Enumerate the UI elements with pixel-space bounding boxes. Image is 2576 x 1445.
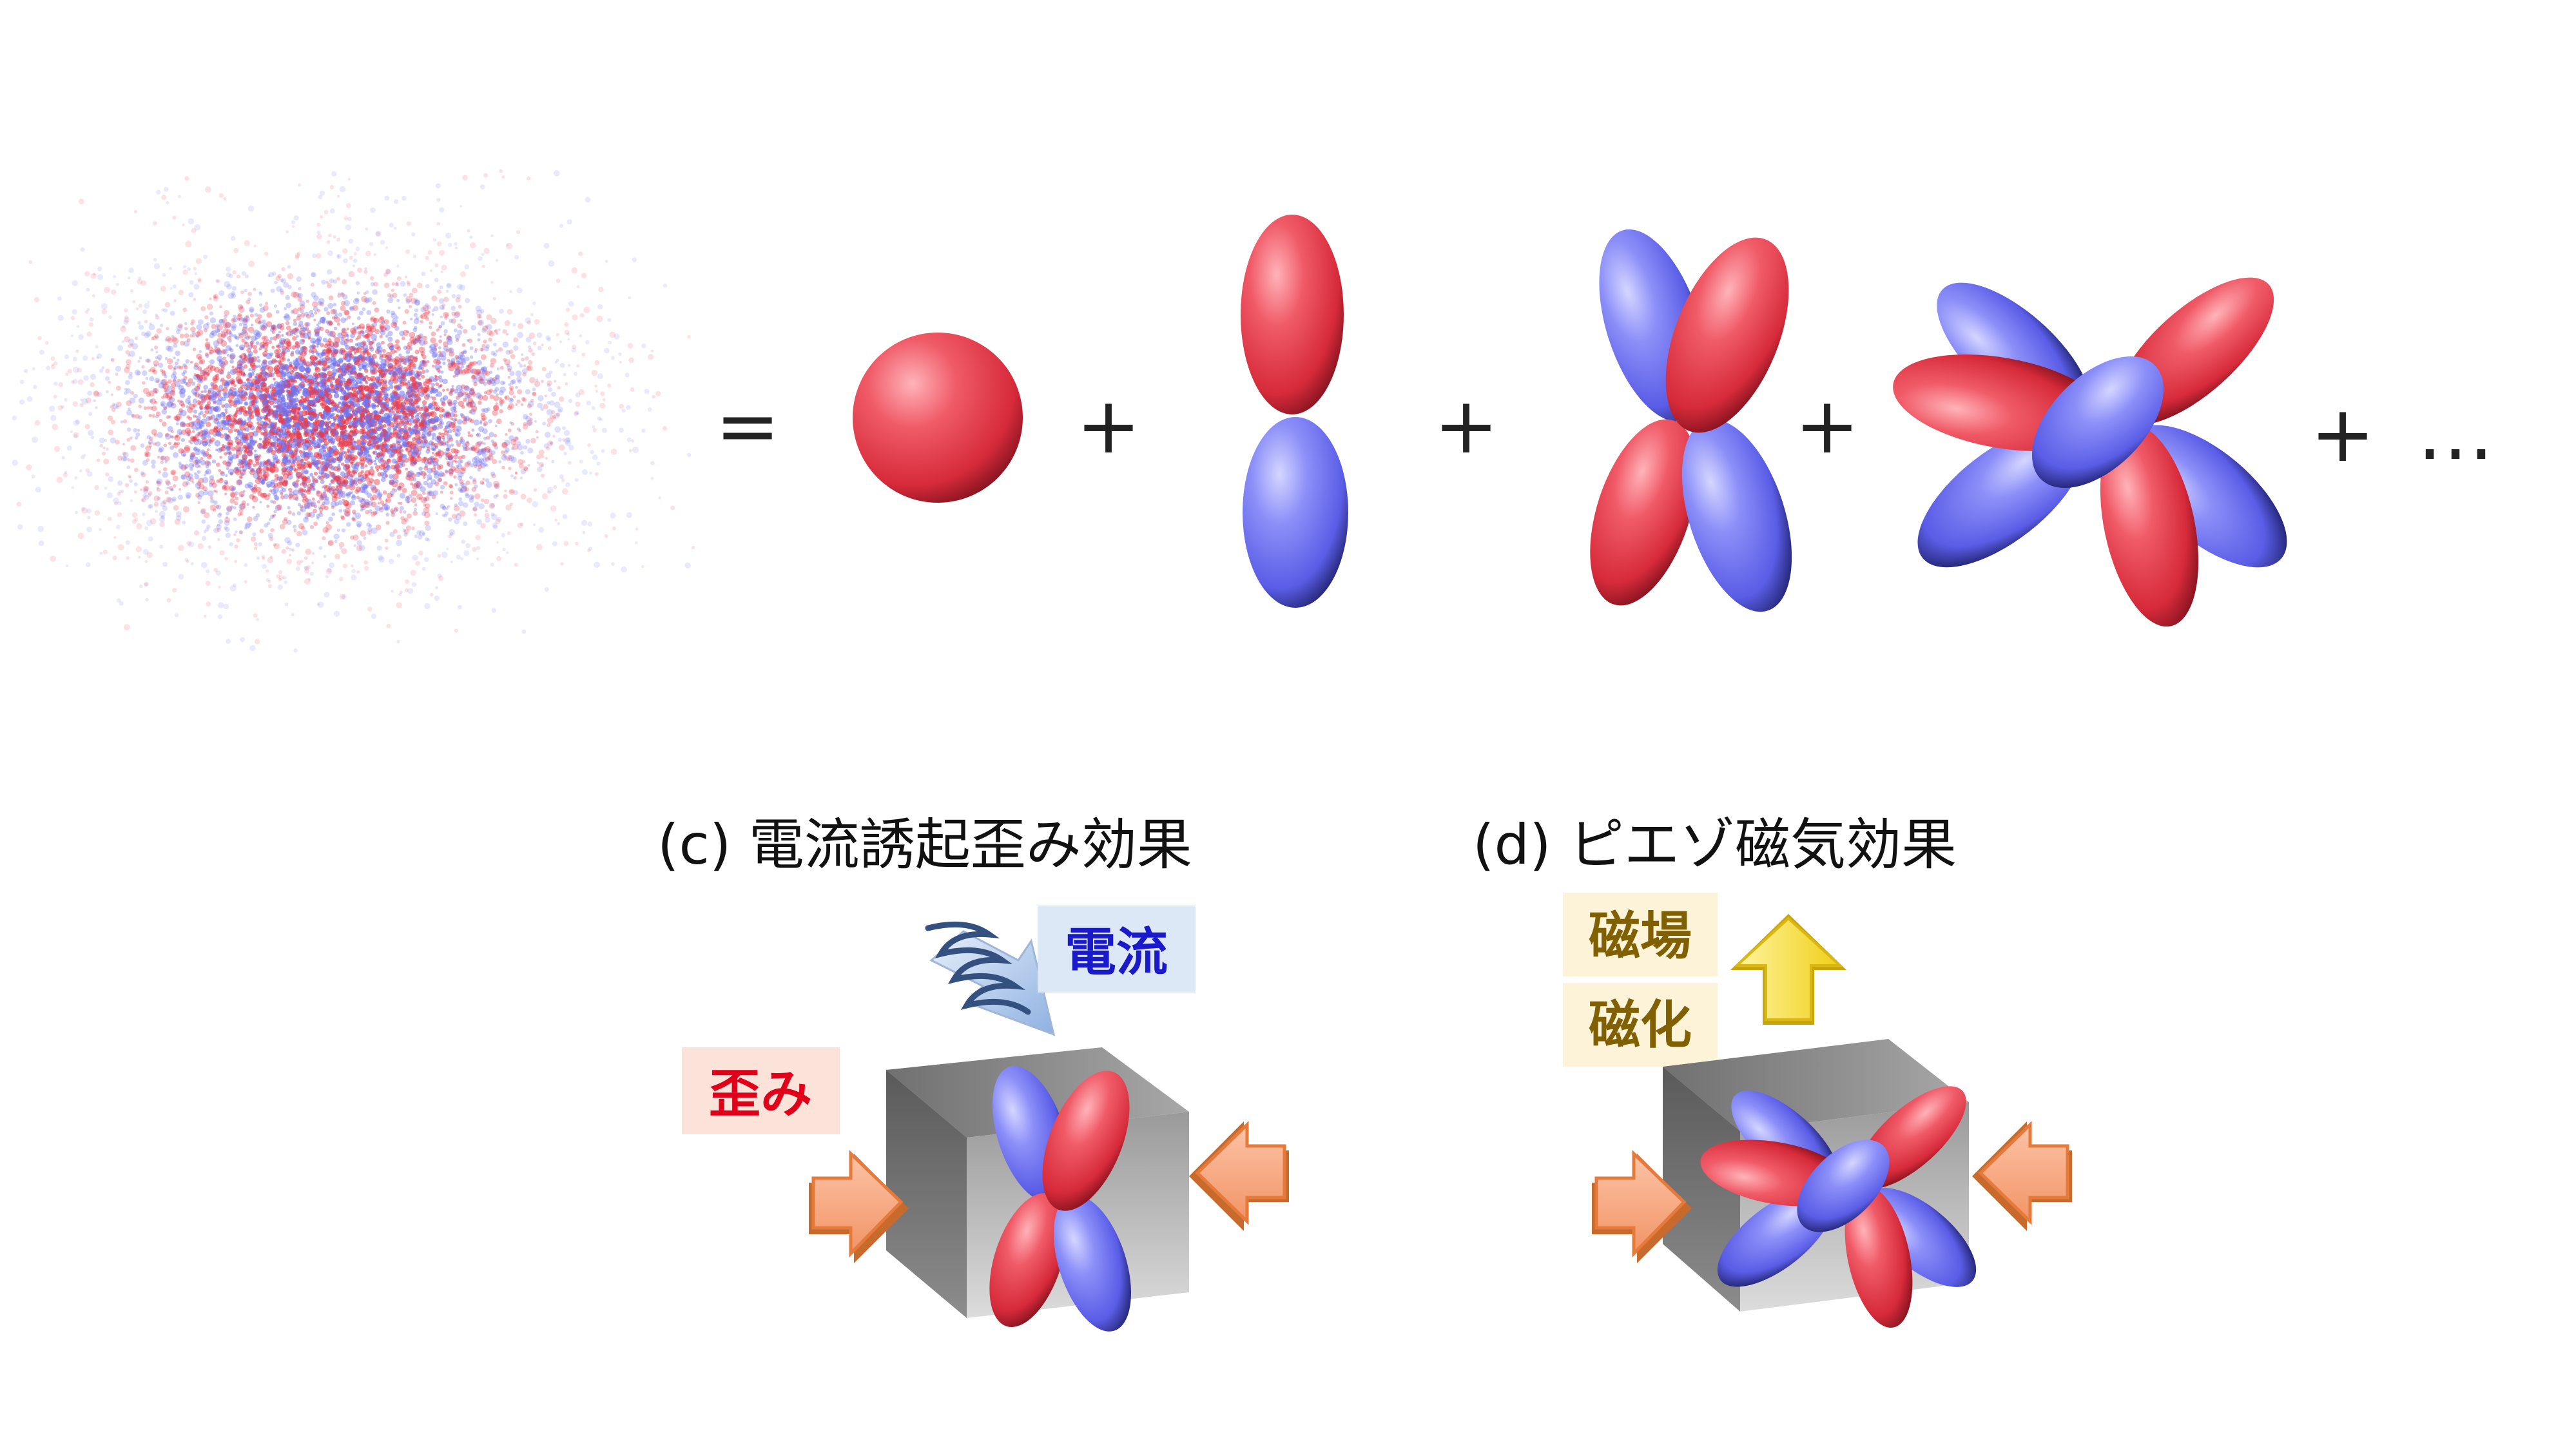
current-label-box: 電流 <box>1038 906 1196 993</box>
plus-sign-2: + <box>1434 382 1499 471</box>
magnetization-label: 磁化 <box>1589 995 1692 1055</box>
charge-density-cloud <box>12 169 695 653</box>
dipole-lobes <box>1241 215 1348 608</box>
quadrupole-lobes <box>1590 229 1792 612</box>
magnetic-field-label-box: 磁場 <box>1563 893 1718 976</box>
plus-sign-4: + <box>2310 390 2376 480</box>
magnetic-field-arrow-icon <box>1730 914 1846 1025</box>
strain-label: 歪み <box>709 1064 812 1124</box>
current-label: 電流 <box>1065 922 1168 982</box>
plus-sign-1: + <box>1076 382 1141 471</box>
current-arrow-icon <box>925 921 1056 1036</box>
strain-label-box: 歪み <box>682 1047 840 1134</box>
ellipsis: … <box>2417 388 2494 478</box>
compression-arrow-right-d <box>1972 1121 2072 1231</box>
octupole-lobes <box>1893 277 2287 627</box>
equals-sign: = <box>715 382 780 471</box>
compression-arrow-left-d <box>1592 1150 1692 1263</box>
monopole-sphere <box>853 333 1023 503</box>
magnetization-label-box: 磁化 <box>1563 983 1718 1067</box>
quadrupole-in-cube <box>989 1066 1132 1332</box>
octupole-in-cube <box>1700 1086 1977 1328</box>
compression-arrow-right-c <box>1189 1121 1289 1231</box>
panel-c-caption: (c) 電流誘起歪み効果 <box>657 813 1192 877</box>
magnetic-field-label: 磁場 <box>1589 906 1692 966</box>
plus-sign-3: + <box>1795 382 1860 471</box>
panel-d-caption: (d) ピエゾ磁気効果 <box>1473 813 1957 877</box>
compression-arrow-left-c <box>809 1150 909 1263</box>
